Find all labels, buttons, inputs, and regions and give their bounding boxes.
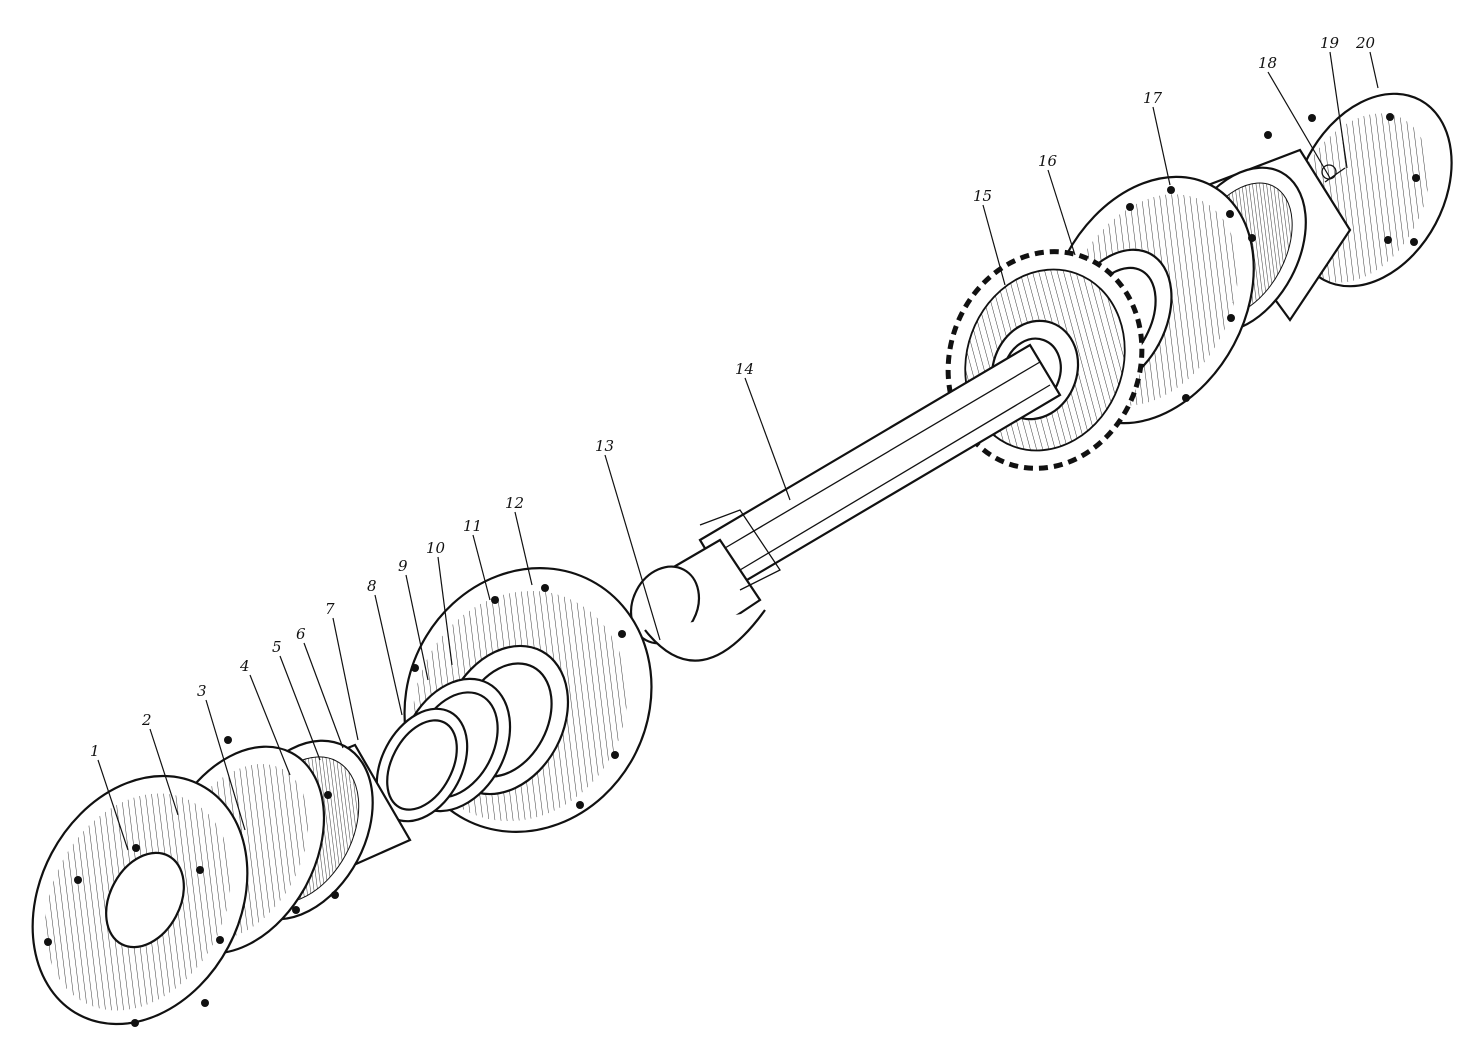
callout-label-18: 18 [1258, 54, 1277, 72]
callout-label-10: 10 [426, 539, 446, 557]
callout-label-11: 11 [463, 517, 482, 535]
callout-label-4: 4 [239, 657, 250, 675]
callout-label-15: 15 [973, 187, 992, 205]
callout-label-8: 8 [367, 577, 377, 595]
callout-label-20: 20 [1355, 34, 1376, 52]
callout-label-7: 7 [325, 600, 335, 618]
callout-label-3: 3 [197, 682, 207, 700]
callout-label-13: 13 [595, 437, 614, 455]
right-end-assembly [945, 92, 1453, 471]
left-end-assembly [31, 567, 653, 1027]
callout-label-14: 14 [735, 360, 754, 378]
callouts: 1 2 3 4 5 6 7 8 9 10 11 12 13 14 15 16 1 [90, 34, 1379, 851]
callout-label-2: 2 [141, 711, 152, 729]
callout-label-1: 1 [90, 742, 100, 760]
callout-label-16: 16 [1038, 152, 1058, 170]
callout-label-6: 6 [296, 625, 306, 643]
callout-label-17: 17 [1143, 89, 1163, 107]
callout-label-12: 12 [505, 494, 524, 512]
main-shaft-14 [629, 343, 1062, 662]
lock-washer-8 [375, 707, 469, 823]
callout-label-9: 9 [398, 557, 408, 575]
callout-label-5: 5 [272, 638, 282, 656]
end-flange-1 [31, 774, 249, 1027]
callout-label-19: 19 [1320, 34, 1340, 52]
